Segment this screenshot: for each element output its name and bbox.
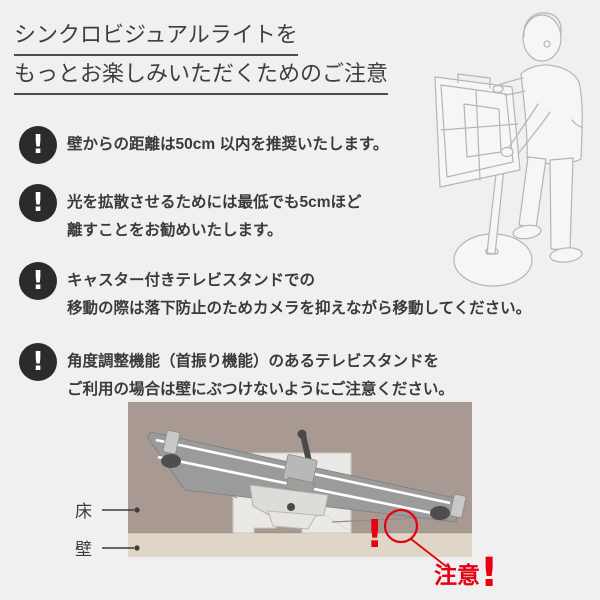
title-line-2: もっとお楽しみいただくためのご注意	[14, 63, 389, 95]
alert-exclamation: !	[366, 512, 383, 556]
wall-callout: 壁	[75, 540, 140, 559]
tv-top-view	[147, 429, 467, 530]
tv-back-panel	[434, 73, 521, 188]
floor-callout: 床	[75, 502, 140, 521]
front-leg	[518, 156, 547, 229]
caution-pointer-line	[410, 538, 448, 568]
warning-text: 壁からの距離は50cm 以内を推奨いたします。	[67, 136, 389, 153]
swivel-mount	[249, 484, 329, 530]
head	[522, 14, 562, 62]
arms	[492, 77, 551, 158]
floor-label: 床	[75, 502, 92, 521]
front-shoe	[512, 224, 542, 240]
warning-icon: !	[19, 262, 57, 300]
caution-label-exclamation: !	[480, 550, 498, 596]
back-leg	[549, 157, 574, 251]
warning-item-diffuse: ! 光を拡散させるためには最低でも5cmほど 離すことをお勧めいたします。	[19, 184, 362, 245]
wall-label: 壁	[75, 540, 92, 559]
camera-unit	[282, 429, 318, 494]
page-title: シンクロビジュアルライトを もっとお楽しみいただくためのご注意	[14, 24, 389, 102]
person-illustration	[434, 12, 583, 287]
caution-annotation: ! 注意 !	[366, 508, 498, 596]
hand-on-tv	[492, 84, 504, 94]
back-shoe	[549, 247, 583, 263]
title-line-1: シンクロビジュアルライトを	[14, 24, 298, 56]
exclamation-icon: !	[32, 266, 44, 296]
warning-text: 角度調整機能（首振り機能）のあるテレビスタンドを ご利用の場合は壁にぶつけないよ…	[67, 353, 454, 398]
warning-icon: !	[19, 126, 57, 164]
exclamation-icon: !	[32, 347, 44, 377]
warning-text: キャスター付きテレビスタンドでの 移動の際は落下防止のためカメラを抑えながら移動…	[67, 272, 532, 317]
right-foot	[430, 506, 450, 520]
left-foot	[161, 454, 181, 468]
warning-icon: !	[19, 184, 57, 222]
warning-item-swivel: ! 角度調整機能（首振り機能）のあるテレビスタンドを ご利用の場合は壁にぶつけな…	[19, 343, 454, 404]
person-figure	[512, 12, 583, 263]
exclamation-icon: !	[32, 130, 44, 160]
warning-item-caster: ! キャスター付きテレビスタンドでの 移動の際は落下防止のためカメラを抑えながら…	[19, 262, 531, 323]
right-clamp	[449, 493, 467, 519]
warning-text: 光を拡散させるためには最低でも5cmほど 離すことをお勧めいたします。	[67, 194, 362, 239]
exclamation-icon: !	[32, 188, 44, 218]
hand-on-pole	[500, 146, 514, 158]
caution-label: 注意	[434, 562, 480, 588]
wall-area	[128, 533, 472, 557]
warning-icon: !	[19, 343, 57, 381]
caution-circle	[383, 508, 419, 544]
tv-swivel-diagram: 床 壁 ! 注意 !	[75, 402, 498, 596]
torso	[520, 64, 583, 165]
warning-item-distance: ! 壁からの距離は50cm 以内を推奨いたします。	[19, 126, 388, 164]
left-clamp	[162, 429, 181, 455]
